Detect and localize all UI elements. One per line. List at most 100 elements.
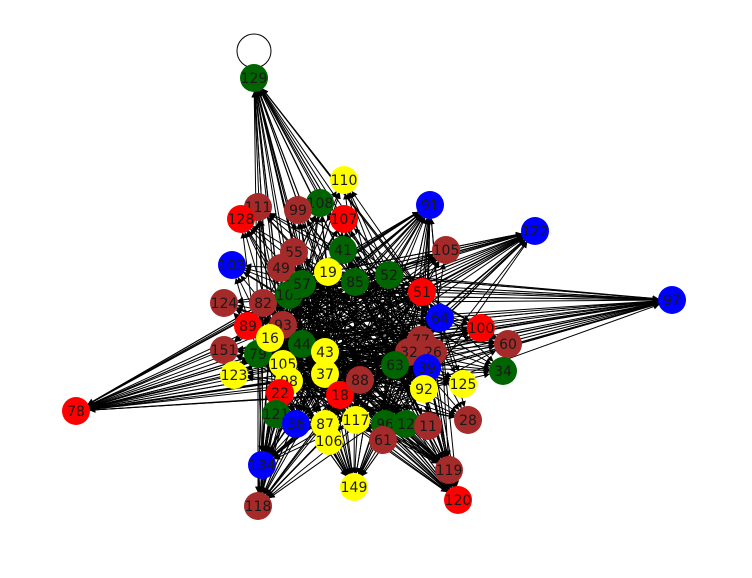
node-label: 99 [289, 203, 307, 219]
graph-edge [357, 291, 423, 475]
node-label: 118 [245, 499, 272, 515]
node-circle [288, 270, 316, 298]
graph-node: 85 [341, 268, 369, 296]
node-label: 92 [415, 382, 433, 398]
graph-node: 57 [288, 270, 316, 298]
node-label: 120 [445, 493, 472, 509]
graph-edge [354, 281, 659, 302]
node-circle [282, 410, 310, 438]
node-label: 108 [307, 196, 334, 212]
node-circle [346, 366, 374, 394]
graph-edge [288, 294, 450, 490]
node-label: 61 [374, 433, 392, 449]
graph-edge [354, 214, 421, 283]
node-circle [248, 451, 276, 479]
node-label: 105 [433, 243, 460, 259]
node-label: 36 [287, 417, 305, 433]
node-label: 82 [254, 296, 272, 312]
node-label: 121 [263, 407, 290, 423]
node-label: 16 [261, 331, 279, 347]
graph-node: 16 [256, 324, 284, 352]
graph-edge [89, 339, 422, 411]
graph-node: 120 [444, 486, 472, 514]
node-circle [408, 278, 436, 306]
graph-edge [89, 394, 341, 413]
node-circle [489, 357, 517, 385]
node-circle [414, 412, 442, 440]
graph-node: 63 [381, 351, 409, 379]
node-circle [288, 330, 316, 358]
node-circle [494, 330, 522, 358]
graph-edge [88, 274, 390, 407]
graph-edge [89, 364, 396, 412]
graph-edge [324, 351, 440, 461]
node-circle [416, 191, 444, 219]
node-label: 149 [341, 480, 368, 496]
graph-node: 37 [311, 360, 339, 388]
node-circle [210, 336, 238, 364]
node-circle [267, 254, 295, 282]
node-label: 79 [249, 347, 267, 363]
graph-node: 99 [284, 196, 312, 224]
node-label: 119 [436, 463, 463, 479]
node-label: 11 [419, 419, 437, 435]
node-label: 129 [241, 71, 268, 87]
node-circle [658, 286, 686, 314]
graph-node: 36 [282, 410, 310, 438]
graph-node: 125 [449, 370, 477, 398]
graph-node: 124 [210, 289, 238, 317]
graph-edge [359, 217, 426, 381]
node-circle [330, 205, 358, 233]
node-label: 122 [522, 224, 549, 240]
graph-edge [428, 218, 441, 319]
graph-node: 11 [414, 412, 442, 440]
node-label: 91 [421, 198, 439, 214]
node-circle [227, 205, 255, 233]
graph-edge [88, 337, 271, 407]
graph-edge [262, 88, 441, 319]
graph-node: 107 [330, 205, 358, 233]
node-circle [375, 261, 403, 289]
node-label: 12 [397, 417, 415, 433]
node-label: 107 [331, 212, 358, 228]
graph-node: 134 [248, 451, 276, 479]
node-circle [454, 406, 482, 434]
node-circle [467, 314, 495, 342]
graph-node: 129 [240, 64, 268, 92]
node-label: 34 [494, 364, 512, 380]
node-circle [369, 426, 397, 454]
node-label: 41 [334, 243, 352, 259]
node-label: 78 [67, 404, 85, 420]
graph-node: 43 [311, 338, 339, 366]
node-circle [210, 289, 238, 317]
graph-edge [258, 90, 329, 273]
node-label: 124 [211, 296, 238, 312]
node-circle [413, 354, 441, 382]
graph-node: 118 [244, 492, 272, 520]
graph-node: 97 [658, 286, 686, 314]
graph-edge [408, 300, 659, 353]
self-loop-edge [236, 33, 272, 69]
graph-edge [301, 343, 351, 475]
node-label: 51 [413, 285, 431, 301]
node-circle [392, 410, 420, 438]
graph-node: 149 [340, 473, 368, 501]
graph-edge [421, 291, 494, 362]
graph-node: 12 [392, 410, 420, 438]
node-label: 100 [468, 321, 495, 337]
graph-node: 122 [521, 217, 549, 245]
node-label: 18 [331, 388, 349, 404]
node-circle [326, 381, 354, 409]
node-label: 37 [316, 367, 334, 383]
graph-node: 89 [234, 312, 262, 340]
node-circle [314, 258, 342, 286]
graph-node: 44 [288, 330, 316, 358]
node-circle [266, 379, 294, 407]
graph-edge [261, 89, 390, 276]
node-label: 44 [293, 337, 311, 353]
node-circle [444, 486, 472, 514]
graph-edge [421, 237, 524, 293]
node-label: 39 [418, 361, 436, 377]
node-label: 117 [343, 413, 370, 429]
